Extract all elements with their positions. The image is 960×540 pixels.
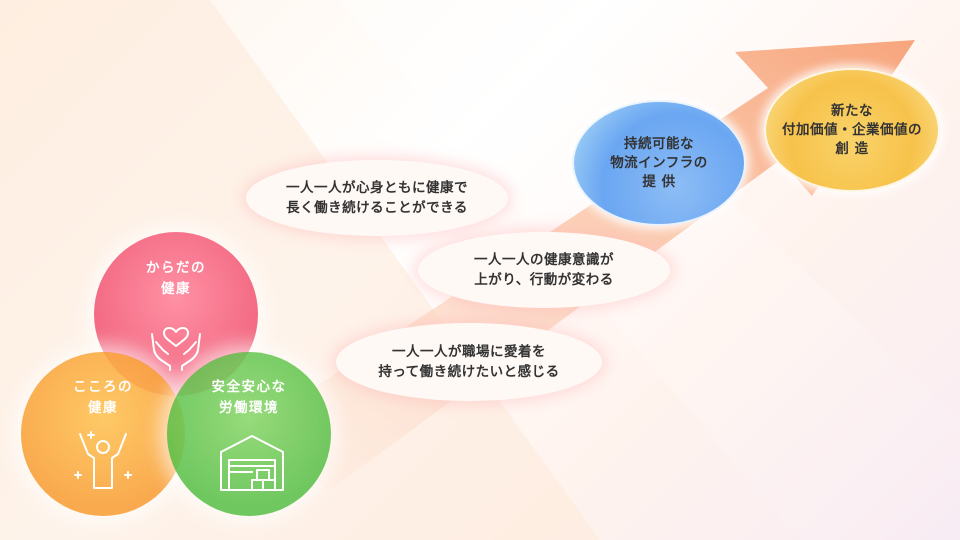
message-bubble-health-awareness: 一人一人の健康意識が 上がり、行動が変わる <box>418 232 670 308</box>
message-bubble-workplace-attachment: 一人一人が職場に愛着を 持って働き続けたいと感じる <box>336 323 602 401</box>
cheering-person-icon <box>74 431 132 489</box>
goal-new-value-creation: 新たな 付加価値・企業価値の 創 造 <box>764 68 940 192</box>
warehouse-icon <box>220 435 284 491</box>
safe-workplace-circle <box>167 352 331 516</box>
safe-workplace-label: 安全安心な 労働環境 <box>211 379 287 416</box>
hands-heart-icon <box>151 327 201 371</box>
message-bubble-long-work: 一人一人が心身ともに健康で 長く働き続けることができる <box>246 160 508 236</box>
goal-sustainable-logistics: 持続可能な 物流インフラの 提 供 <box>572 100 746 226</box>
mind-health-label: こころの 健康 <box>73 379 133 416</box>
body-health-label: からだの 健康 <box>146 260 206 297</box>
